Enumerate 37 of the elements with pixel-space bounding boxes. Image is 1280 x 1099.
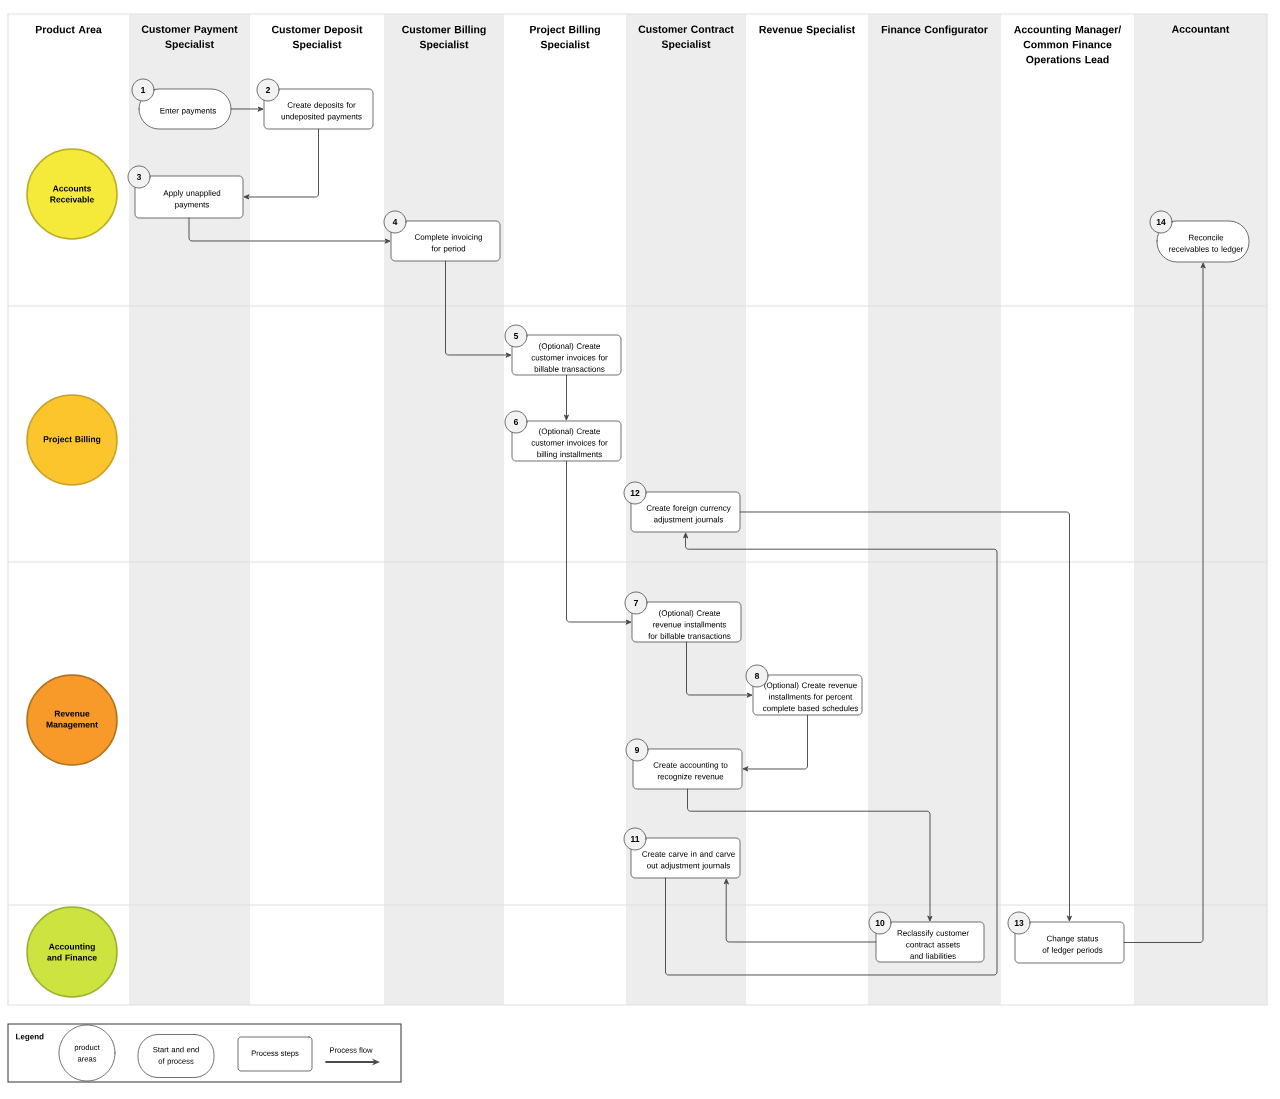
- step-number: 14: [1149, 210, 1173, 234]
- step-number: 5: [504, 324, 528, 348]
- lane-header: Customer Contract Specialist: [638, 25, 734, 51]
- arrow: [665, 532, 998, 976]
- arrow: [243, 128, 319, 200]
- step-number: 7: [624, 591, 648, 615]
- step-number: 4: [383, 210, 407, 234]
- lane-header: Finance Configurator: [881, 25, 988, 36]
- arrow: [445, 260, 512, 358]
- legend-title: Legend: [16, 1033, 44, 1041]
- arrow: [742, 714, 808, 772]
- step-number: 2: [256, 78, 280, 102]
- arrow: [566, 460, 632, 625]
- lane-header: Customer Billing Specialist: [402, 25, 486, 51]
- arrow: [1123, 262, 1206, 943]
- lane-header: Customer Deposit Specialist: [271, 25, 363, 51]
- step-number: 9: [625, 738, 649, 762]
- lane-header: Project Billing Specialist: [530, 25, 600, 51]
- step-number: 11: [623, 827, 647, 851]
- lane-header: Accounting Manager/ Common Finance Operations Lead: [1014, 25, 1122, 66]
- arrow: [723, 878, 877, 943]
- step-number: 10: [868, 911, 892, 935]
- arrow: [230, 106, 264, 112]
- step-number: 3: [127, 165, 151, 189]
- step-number: 6: [504, 410, 528, 434]
- lane-header: Revenue Specialist: [759, 25, 855, 36]
- arrow: [188, 217, 391, 244]
- lane-header: Product Area: [35, 25, 102, 34]
- lane-header: Accountant: [1171, 25, 1230, 33]
- arrow: [686, 641, 753, 698]
- step-number: 13: [1007, 911, 1031, 935]
- arrow: [564, 374, 569, 421]
- arrow: [687, 788, 933, 922]
- step-number: 12: [623, 481, 647, 505]
- arrow: [739, 511, 1072, 922]
- lane-header: Customer Payment Specialist: [141, 25, 238, 51]
- step-number: 1: [131, 78, 155, 102]
